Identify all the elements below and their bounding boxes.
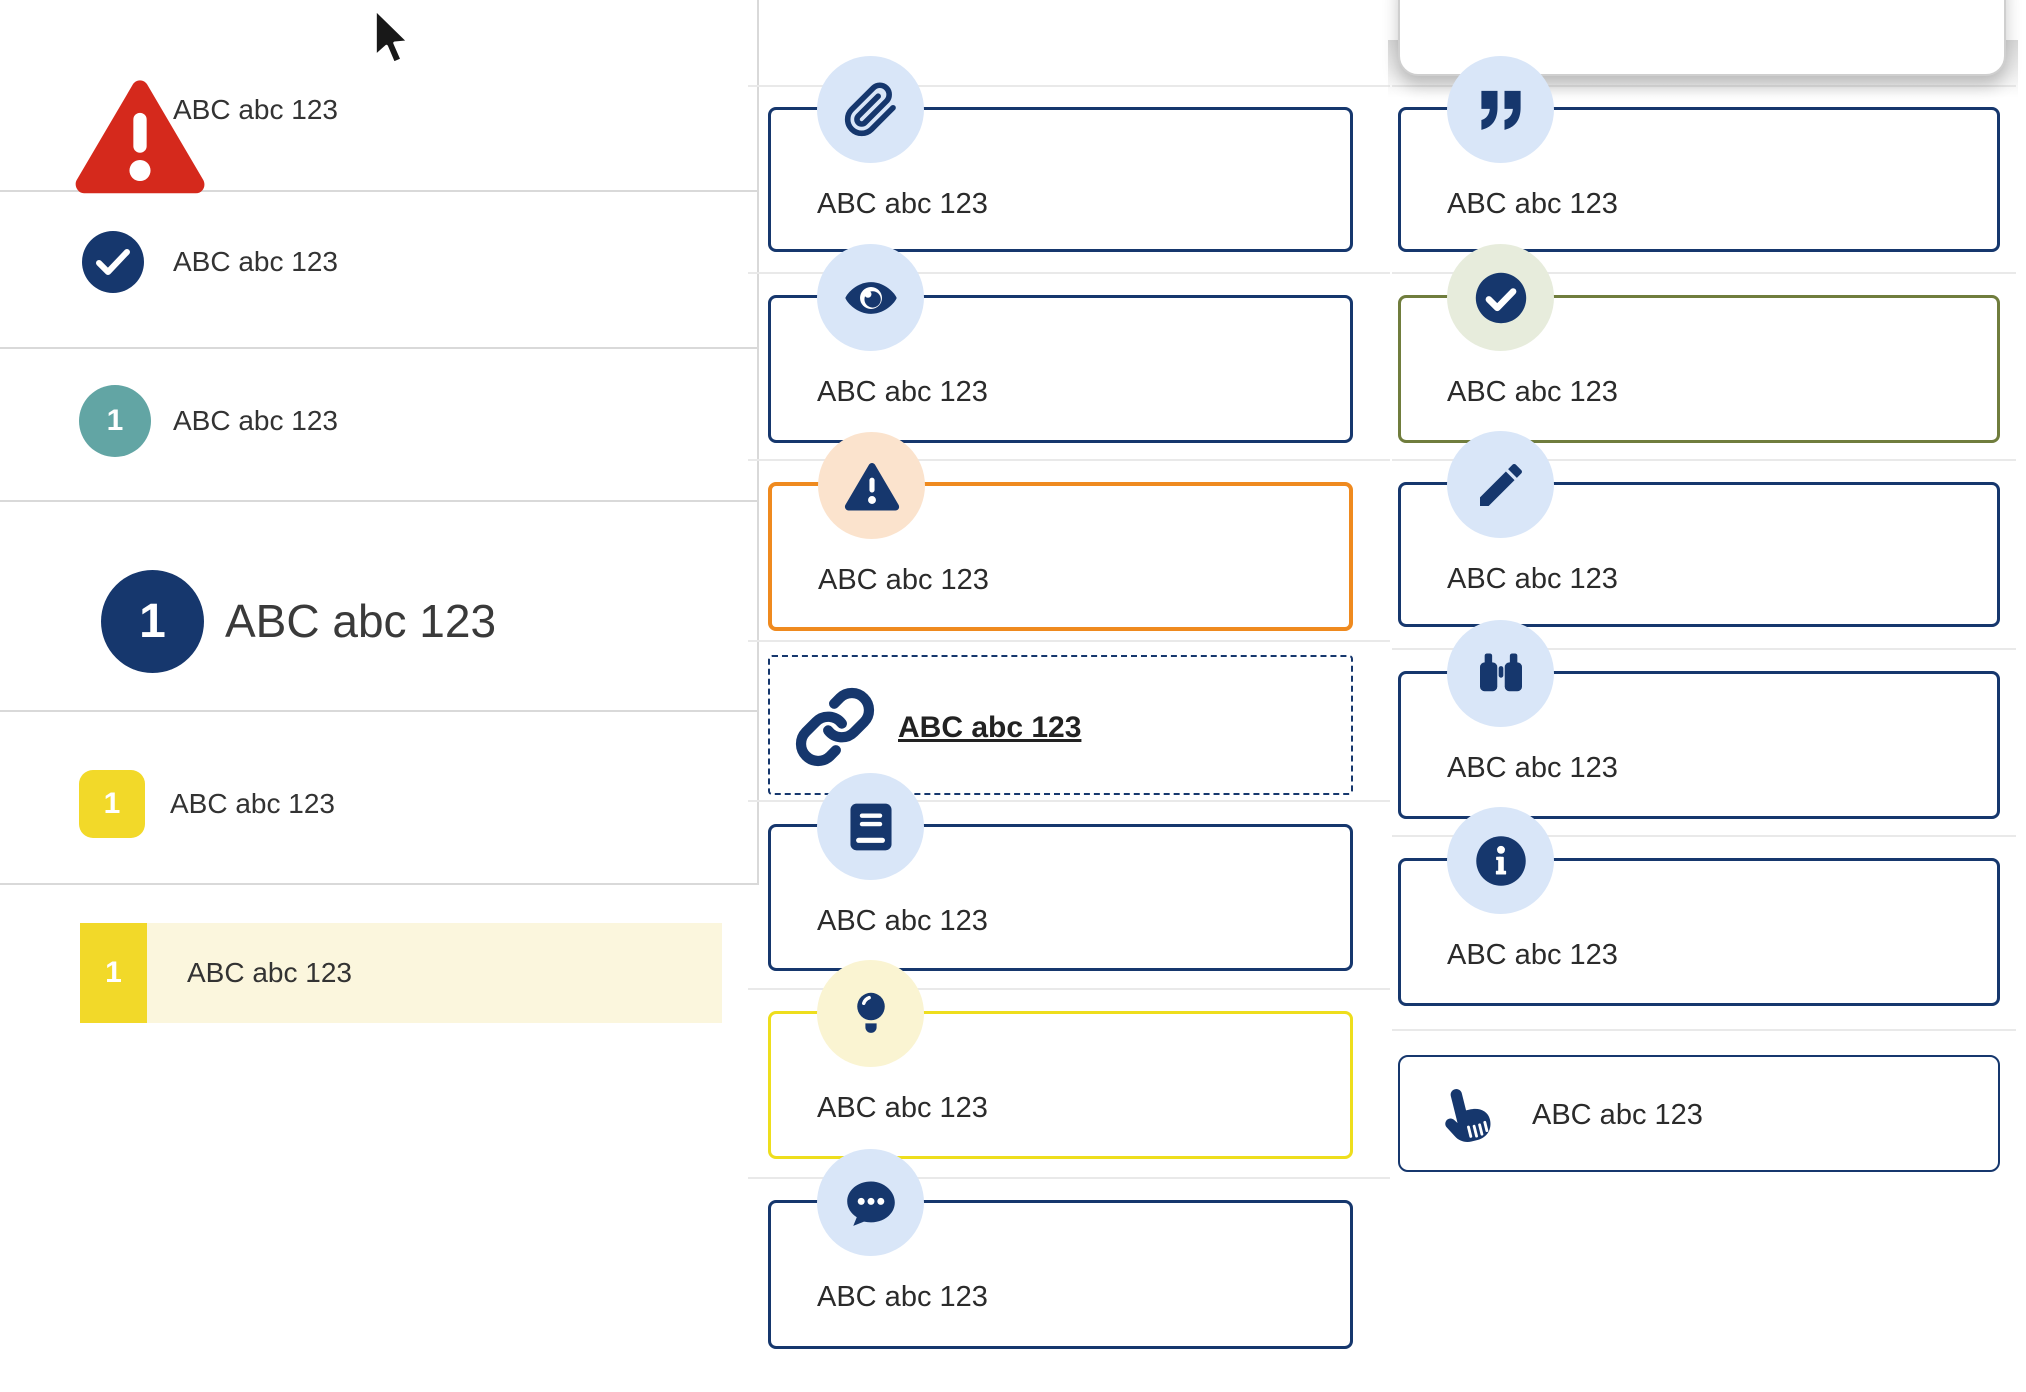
number-badge-icon: 1 <box>79 385 151 457</box>
callout-label: ABC abc 123 <box>817 188 988 220</box>
row-line <box>748 1177 1390 1179</box>
binoculars-icon <box>1447 620 1554 727</box>
divider <box>0 883 757 885</box>
info-icon <box>1447 807 1554 914</box>
highlight-band <box>80 923 722 1023</box>
book-icon <box>817 773 924 880</box>
link-icon <box>794 686 876 768</box>
callout-tip: ABC abc 123 <box>768 960 1353 1159</box>
eye-icon <box>817 244 924 351</box>
heading-label: ABC abc 123 <box>225 595 497 647</box>
mouse-cursor <box>373 7 411 65</box>
hand-pointer-icon <box>1430 1081 1498 1159</box>
row-line <box>1392 272 2016 274</box>
divider <box>0 500 757 502</box>
pencil-icon <box>1447 431 1554 538</box>
callout-action-button[interactable]: ABC abc 123 <box>1398 1055 2000 1172</box>
callout-label: ABC abc 123 <box>817 376 988 408</box>
row-line <box>1392 648 2016 650</box>
callout-attachment: ABC abc 123 <box>768 56 1353 252</box>
row-line <box>748 85 1390 87</box>
callout-link[interactable]: ABC abc 123 <box>768 655 1353 795</box>
callout-info: ABC abc 123 <box>1398 807 2000 1006</box>
number-badge-icon: 1 <box>101 570 204 673</box>
row-line <box>1392 835 2016 837</box>
check-circle-icon <box>82 231 144 293</box>
callout-label: ABC abc 123 <box>817 905 988 937</box>
paperclip-icon <box>817 56 924 163</box>
callout-label: ABC abc 123 <box>1447 376 1618 408</box>
callout-visibility: ABC abc 123 <box>768 244 1353 443</box>
callout-label: ABC abc 123 <box>1532 1099 1703 1131</box>
callout-reference: ABC abc 123 <box>768 773 1353 971</box>
callout-link-label[interactable]: ABC abc 123 <box>898 711 1082 744</box>
divider <box>0 710 757 712</box>
warning-triangle-icon <box>818 432 925 539</box>
callout-label: ABC abc 123 <box>817 1281 988 1313</box>
divider <box>0 190 757 192</box>
speech-bubble-icon <box>817 1149 924 1256</box>
list-item-label: ABC abc 123 <box>173 246 338 277</box>
callout-label: ABC abc 123 <box>817 1092 988 1124</box>
list-item-label: ABC abc 123 <box>173 405 338 436</box>
row-line <box>748 800 1390 802</box>
left-list-panel <box>0 0 759 885</box>
callout-discussion: ABC abc 123 <box>768 1149 1353 1349</box>
callout-search: ABC abc 123 <box>1398 620 2000 819</box>
lightbulb-icon <box>817 960 924 1067</box>
row-line <box>748 988 1390 990</box>
row-line <box>1392 1029 2016 1031</box>
list-item-label: ABC abc 123 <box>170 788 335 819</box>
number-badge-icon: 1 <box>80 923 147 1023</box>
row-line <box>748 459 1390 461</box>
list-item-label: ABC abc 123 <box>187 957 352 988</box>
row-line <box>748 272 1390 274</box>
callout-warning: ABC abc 123 <box>768 432 1353 631</box>
row-line <box>748 640 1390 642</box>
callout-label: ABC abc 123 <box>1447 563 1618 595</box>
list-item-label: ABC abc 123 <box>173 94 338 125</box>
row-line <box>1392 459 2016 461</box>
callout-edit: ABC abc 123 <box>1398 431 2000 627</box>
callout-label: ABC abc 123 <box>1447 188 1618 220</box>
callout-label: ABC abc 123 <box>818 564 989 596</box>
number-badge-icon: 1 <box>79 770 145 838</box>
callout-quote: ABC abc 123 <box>1398 56 2000 252</box>
divider <box>0 347 757 349</box>
callout-label: ABC abc 123 <box>1447 752 1618 784</box>
quote-icon <box>1447 56 1554 163</box>
callout-label: ABC abc 123 <box>1447 939 1618 971</box>
warning-triangle-icon <box>75 80 205 194</box>
check-circle-icon <box>1447 244 1554 351</box>
callout-success: ABC abc 123 <box>1398 244 2000 443</box>
